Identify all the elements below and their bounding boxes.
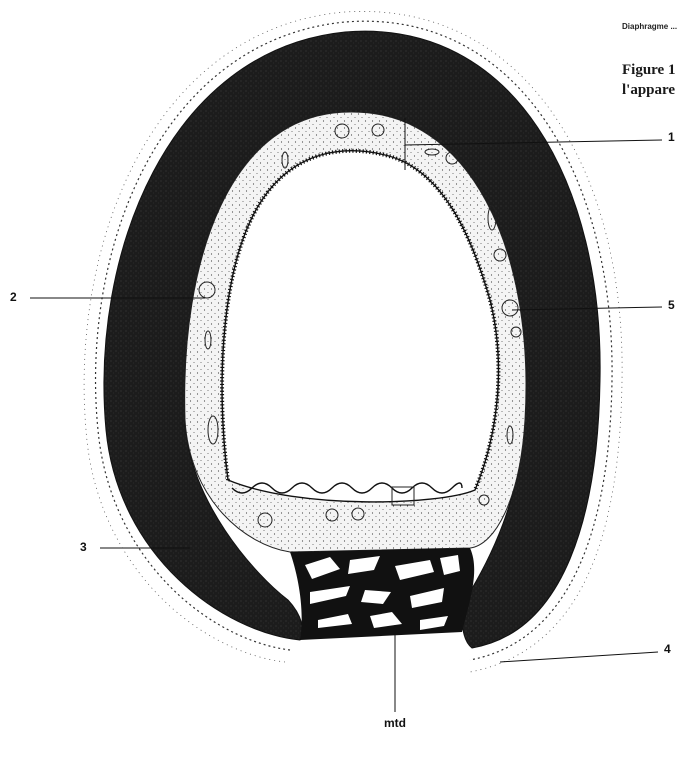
label-3: 3	[80, 540, 87, 554]
label-5: 5	[668, 298, 675, 312]
mtd-tissue-block	[290, 548, 474, 640]
figure-title-line-2: l'appare	[622, 80, 696, 100]
top-note: Diaphragme ...	[622, 22, 677, 31]
figure-title-line-1: Figure 1	[622, 60, 696, 80]
leader-4	[500, 652, 658, 662]
label-4: 4	[664, 642, 671, 656]
label-2: 2	[10, 290, 17, 304]
figure-title: Figure 1 l'appare	[622, 60, 696, 100]
label-mtd: mtd	[384, 716, 406, 730]
label-1: 1	[668, 130, 675, 144]
